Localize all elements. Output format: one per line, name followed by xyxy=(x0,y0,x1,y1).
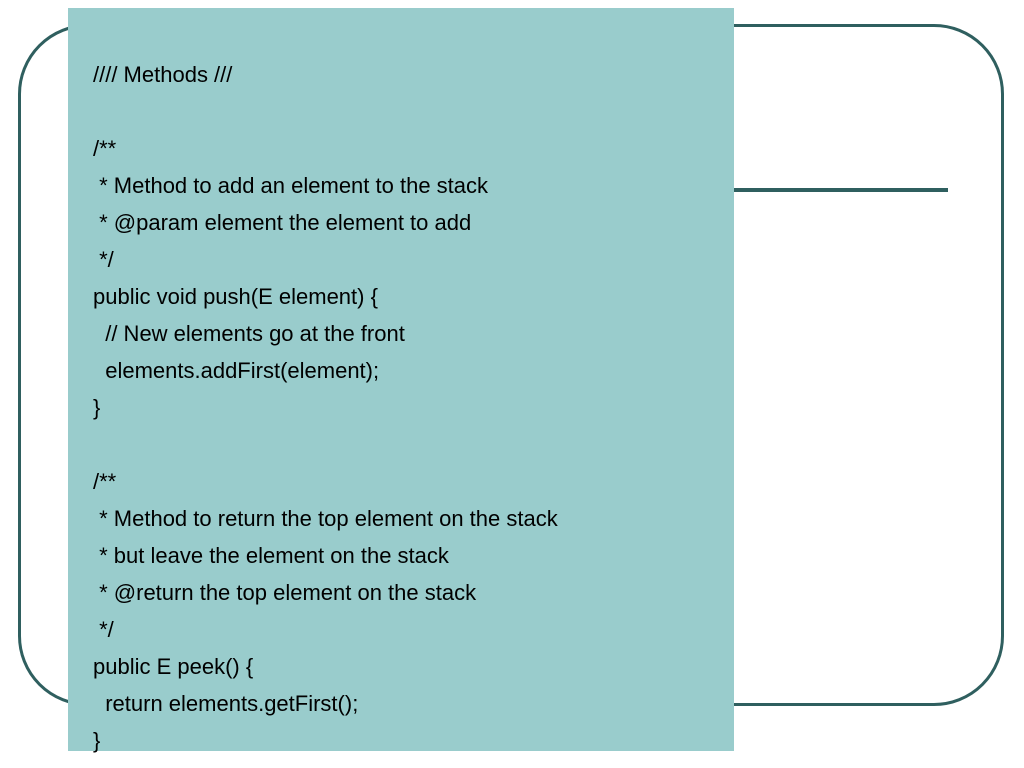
code-line: /** xyxy=(93,469,117,494)
title-underline xyxy=(734,188,948,192)
code-panel: //// Methods /// /** * Method to add an … xyxy=(68,8,734,753)
code-line: public void push(E element) { xyxy=(93,284,378,309)
code-line: public E peek() { xyxy=(93,654,254,679)
code-line: //// Methods /// xyxy=(93,62,233,87)
code-line: // New elements go at the front xyxy=(93,321,405,346)
code-line: } xyxy=(93,395,101,420)
code-line: elements.addFirst(element); xyxy=(93,358,380,383)
code-line: */ xyxy=(93,247,114,272)
code-line: */ xyxy=(93,617,114,642)
code-line: * but leave the element on the stack xyxy=(93,543,449,568)
code-line xyxy=(93,93,734,130)
code-line: * @param element the element to add xyxy=(93,210,472,235)
code-line: * Method to add an element to the stack xyxy=(93,173,489,198)
code-line: /** xyxy=(93,136,117,161)
code-line: return elements.getFirst(); xyxy=(93,691,359,716)
code-line: } xyxy=(93,728,101,753)
code-line xyxy=(93,426,734,463)
code-line: * Method to return the top element on th… xyxy=(93,506,558,531)
code-line: * @return the top element on the stack xyxy=(93,580,477,605)
